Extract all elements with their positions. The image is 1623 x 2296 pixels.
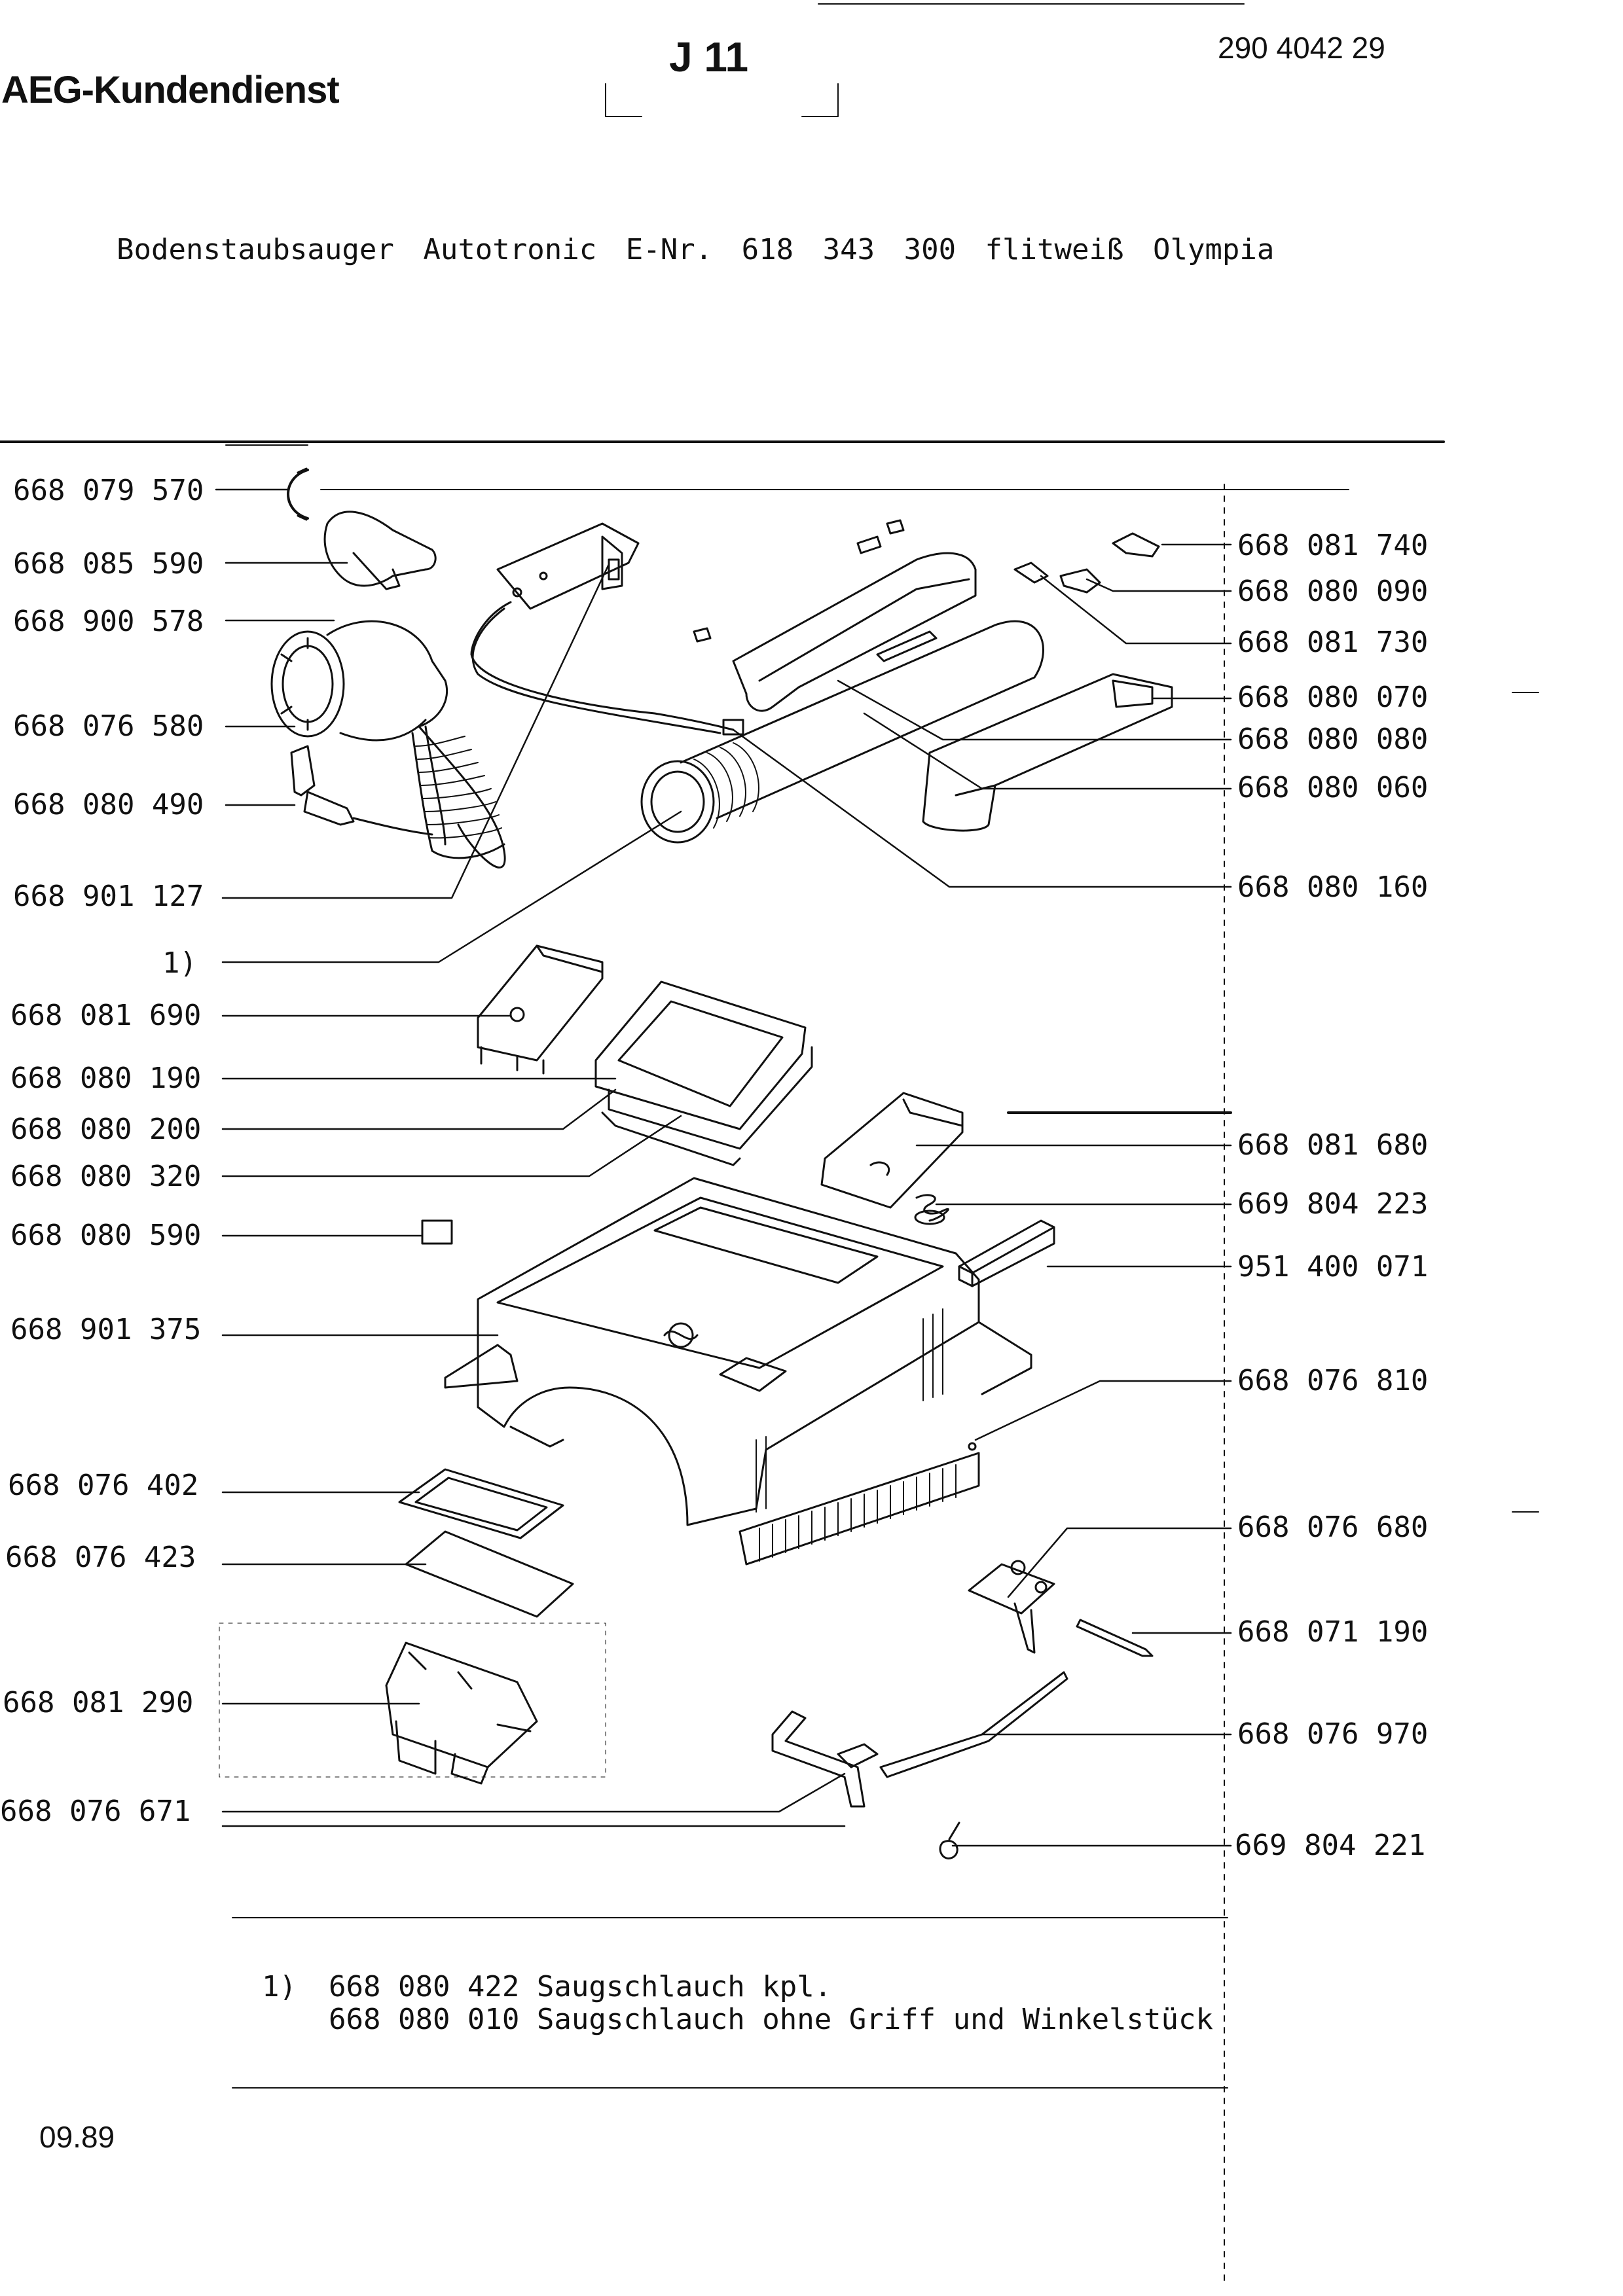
part-number: 668 901 375: [10, 1313, 202, 1346]
part-number: 668 081 290: [3, 1686, 194, 1719]
part-number: 668 080 060: [1237, 771, 1429, 804]
appliance-description: Bodenstaubsauger Autotronic E-Nr. 618 34…: [117, 233, 1275, 266]
footnote-marker: 1): [262, 1970, 297, 2003]
part-number: 668 076 810: [1237, 1364, 1429, 1397]
revision-date: 09.89: [39, 2120, 115, 2154]
part-number: 951 400 071: [1237, 1250, 1429, 1283]
part-number: 668 080 160: [1237, 870, 1429, 904]
part-number: 668 080 190: [10, 1062, 202, 1095]
part-number: 668 080 590: [10, 1219, 202, 1252]
part-number: 668 901 127: [13, 880, 204, 913]
footnote-reference: 1): [162, 946, 197, 980]
part-number: 668 081 730: [1237, 626, 1429, 659]
part-number: 668 080 070: [1237, 681, 1429, 714]
part-number: 669 804 223: [1237, 1187, 1429, 1221]
company-name: AEG-Kundendienst: [1, 69, 340, 111]
part-number: 668 076 580: [13, 709, 204, 743]
section-code: J 11: [669, 33, 749, 81]
part-number: 668 076 970: [1237, 1717, 1429, 1751]
part-number: 668 080 080: [1237, 723, 1429, 756]
part-number: 668 076 423: [5, 1541, 196, 1574]
part-number: 668 080 090: [1237, 575, 1429, 608]
part-number: 668 080 320: [10, 1160, 202, 1193]
part-number: 668 076 671: [0, 1795, 191, 1828]
footnote-line: 668 080 010 Saugschlauch ohne Griff und …: [329, 2003, 1214, 2036]
part-number: 668 081 740: [1237, 529, 1429, 562]
part-number: 668 081 680: [1237, 1128, 1429, 1162]
part-number: 668 080 490: [13, 788, 204, 821]
part-number: 668 071 190: [1237, 1615, 1429, 1649]
part-number: 668 076 680: [1237, 1511, 1429, 1544]
part-number: 668 080 200: [10, 1113, 202, 1146]
part-number: 669 804 221: [1235, 1829, 1426, 1862]
document-number: 290 4042 29: [1218, 31, 1385, 65]
footnote-line: 668 080 422 Saugschlauch kpl.: [329, 1970, 832, 2003]
part-number: 668 081 690: [10, 999, 202, 1032]
part-number: 668 085 590: [13, 547, 204, 581]
part-number: 668 076 402: [8, 1469, 199, 1502]
part-number: 668 900 578: [13, 605, 204, 638]
part-number: 668 079 570: [13, 474, 204, 507]
